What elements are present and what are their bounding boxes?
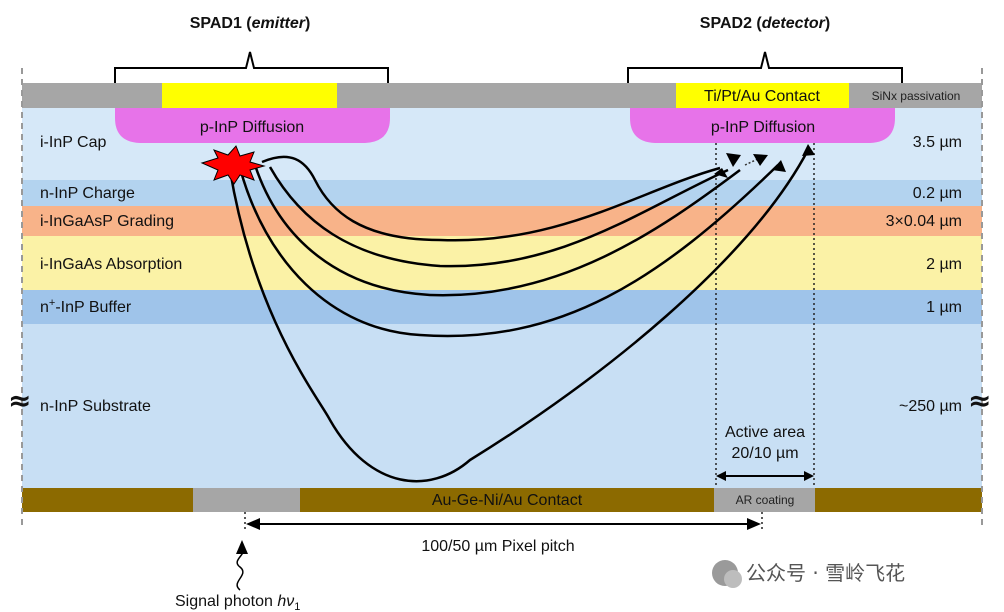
active-area-label-2: 20/10 µm: [731, 445, 798, 462]
bottom-window-spad1: [193, 488, 300, 512]
layer-buffer: [22, 290, 982, 324]
spad1-diffusion: [115, 108, 390, 143]
passivation-label: SiNx passivation: [872, 89, 961, 103]
layer-name-absorption: i-InGaAs Absorption: [40, 256, 182, 273]
photon-path-1: [228, 149, 810, 483]
wechat-icon-bubble: [724, 570, 742, 588]
bottom-contact-label: Au-Ge-Ni/Au Contact: [432, 492, 583, 509]
top-contact-label: Ti/Pt/Au Contact: [704, 88, 820, 105]
thickness-charge: 0.2 µm: [913, 185, 962, 202]
thickness-absorption: 2 µm: [926, 256, 962, 273]
ar-coating-label: AR coating: [736, 493, 795, 507]
signal-photon-arrowhead: [236, 540, 248, 554]
photon-arrowhead-4: [726, 153, 741, 167]
spad2-diffusion-label: p-InP Diffusion: [711, 119, 815, 136]
layer-name-buffer: n+-InP Buffer: [40, 297, 132, 316]
emission-flash: [200, 145, 266, 185]
active-area-arrowhead-right: [804, 471, 814, 481]
photon-path-3: [253, 164, 741, 297]
photon-arrowhead-2: [772, 160, 786, 172]
pixel-pitch-arrowhead-left: [246, 518, 260, 530]
thickness-buffer: 1 µm: [926, 299, 962, 316]
layer-name-charge: n-InP Charge: [40, 185, 135, 202]
break-symbol-left: ≈: [8, 384, 31, 417]
layer-name-grading: i-InGaAsP Grading: [40, 213, 174, 230]
photon-path-5: [261, 155, 721, 242]
spad2-diffusion: [630, 108, 895, 143]
photon-path-4: [268, 166, 729, 268]
bottom-contact: [22, 488, 982, 512]
spad2-brace: [627, 51, 903, 83]
spad1-title: SPAD1 (emitter): [190, 15, 311, 32]
active-area-label-1: Active area: [725, 424, 805, 441]
photon-path-2: [238, 164, 779, 338]
photon-arrowhead-1: [802, 144, 815, 156]
watermark-text: 公众号 · 雪岭飞花: [746, 561, 905, 585]
thickness-substrate: ~250 µm: [899, 398, 962, 415]
spad2-title: SPAD2 (detector): [700, 15, 830, 32]
pixel-pitch-arrowhead-right: [747, 518, 761, 530]
layer-name-cap: i-InP Cap: [40, 134, 107, 151]
signal-photon-label: Signal photon hν1: [175, 593, 300, 612]
layer-name-substrate: n-InP Substrate: [40, 398, 151, 415]
spad1-top-contact: [162, 83, 337, 108]
thickness-grading: 3×0.04 µm: [886, 213, 962, 230]
photon-arrowhead-3: [753, 154, 768, 166]
photon-arrowhead-5: [714, 168, 728, 178]
thickness-cap: 3.5 µm: [913, 134, 962, 151]
spad1-diffusion-label: p-InP Diffusion: [200, 119, 304, 136]
pixel-pitch-label: 100/50 µm Pixel pitch: [421, 538, 574, 555]
layer-charge: [22, 180, 982, 206]
active-area-arrowhead-left: [716, 471, 726, 481]
layer-substrate: [22, 324, 982, 488]
watermark: 公众号 · 雪岭飞花: [712, 560, 905, 588]
break-symbol-right: ≈: [968, 384, 991, 417]
ar-coating-window: [714, 488, 815, 512]
spad2-top-contact: [676, 83, 849, 108]
layer-grading: [22, 206, 982, 236]
spad1-brace: [114, 51, 389, 83]
